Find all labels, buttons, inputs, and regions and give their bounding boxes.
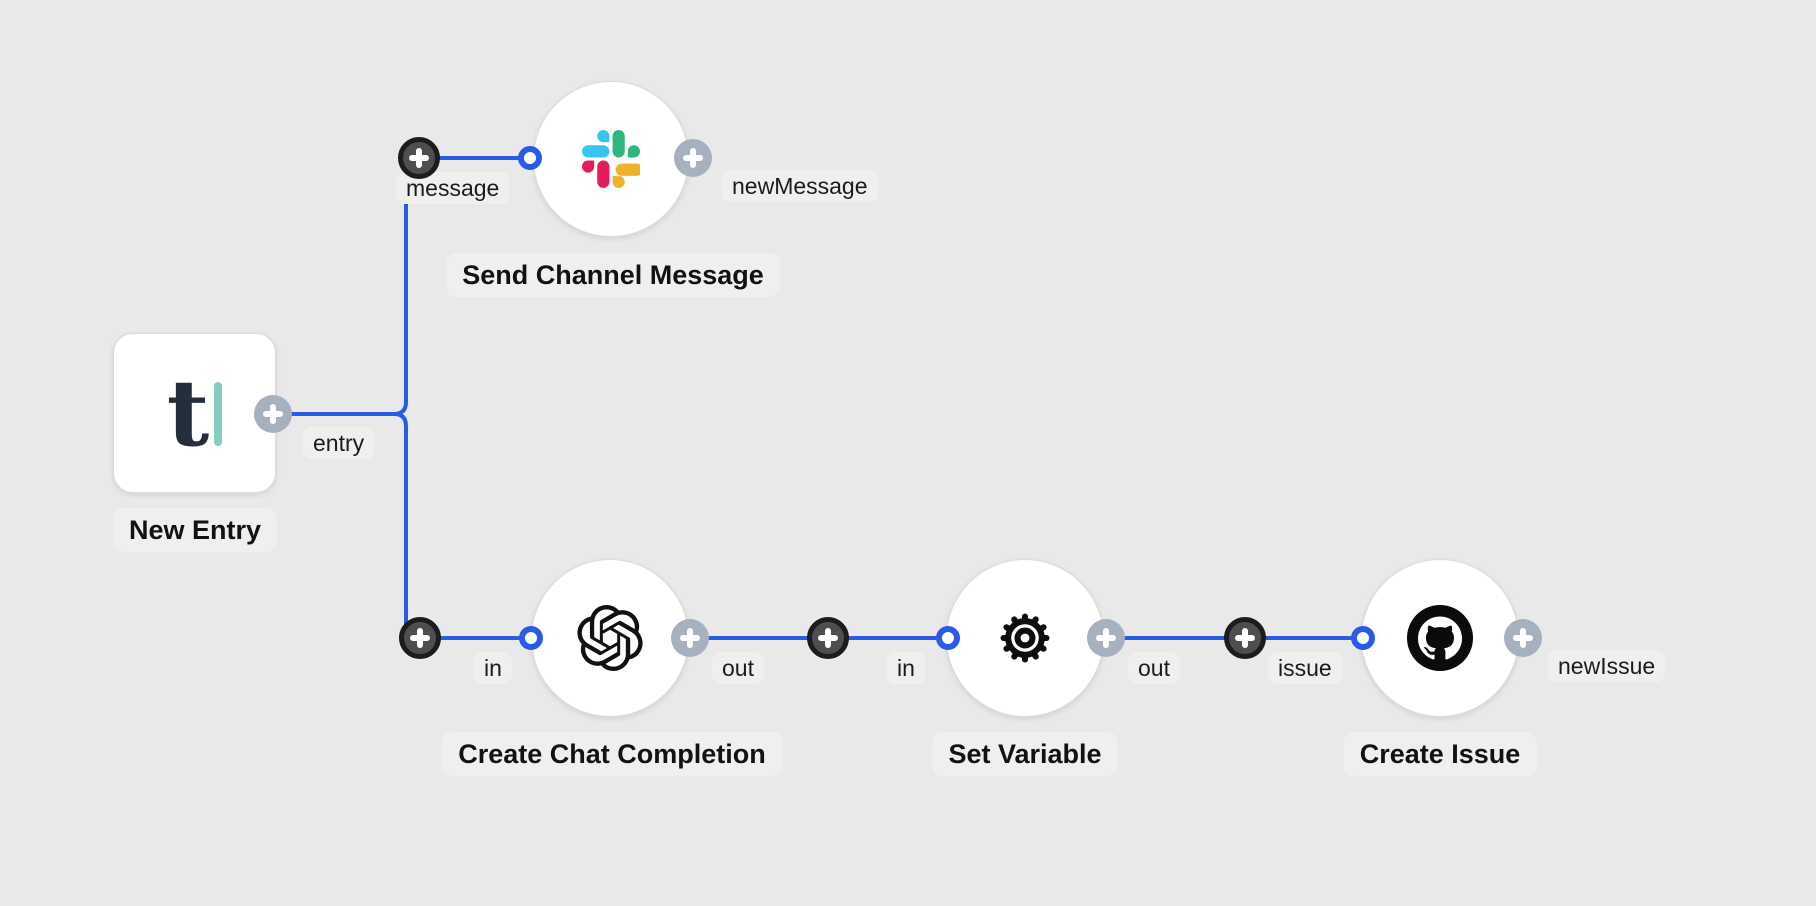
add-button-entry[interactable] [254, 395, 292, 433]
github-octocat [1418, 616, 1462, 660]
port-label-in-openai: in [474, 652, 512, 684]
node-title-create-chat-completion: Create Chat Completion [442, 732, 782, 776]
node-title-send-channel-message: Send Channel Message [446, 253, 780, 297]
node-title-new-entry: New Entry [112, 508, 278, 552]
tally-t-glyph: t [166, 359, 210, 467]
port-label-out-openai: out [712, 652, 764, 684]
insert-button-in-setvar[interactable] [807, 617, 849, 659]
node-create-chat-completion[interactable] [531, 559, 689, 717]
insert-button-in-openai[interactable] [399, 617, 441, 659]
input-port-set-variable[interactable] [936, 626, 960, 650]
input-port-create-chat-completion[interactable] [519, 626, 543, 650]
add-button-new-issue[interactable] [1504, 619, 1542, 657]
node-title-create-issue: Create Issue [1343, 732, 1537, 776]
slack-icon [582, 130, 640, 188]
add-button-new-message[interactable] [674, 139, 712, 177]
node-create-issue[interactable] [1361, 559, 1519, 717]
add-button-out-openai[interactable] [671, 619, 709, 657]
input-port-send-channel-message[interactable] [518, 146, 542, 170]
node-set-variable[interactable] [946, 559, 1104, 717]
node-new-entry[interactable]: t [113, 333, 276, 493]
port-label-new-issue: newIssue [1548, 650, 1666, 682]
node-title-set-variable: Set Variable [932, 732, 1118, 776]
gear-icon [1000, 613, 1050, 663]
input-port-create-issue[interactable] [1351, 626, 1375, 650]
add-button-out-setvar[interactable] [1087, 619, 1125, 657]
tally-icon: t [166, 359, 223, 467]
github-icon [1407, 605, 1473, 671]
port-label-issue: issue [1268, 652, 1342, 684]
port-label-in-setvar: in [887, 652, 925, 684]
node-send-channel-message[interactable] [533, 81, 689, 237]
port-label-entry: entry [303, 427, 375, 459]
port-label-new-message: newMessage [722, 170, 878, 202]
port-label-out-setvar: out [1128, 652, 1180, 684]
insert-button-message[interactable] [398, 137, 440, 179]
tally-bar [214, 382, 223, 446]
openai-icon [577, 605, 643, 671]
insert-button-issue[interactable] [1224, 617, 1266, 659]
